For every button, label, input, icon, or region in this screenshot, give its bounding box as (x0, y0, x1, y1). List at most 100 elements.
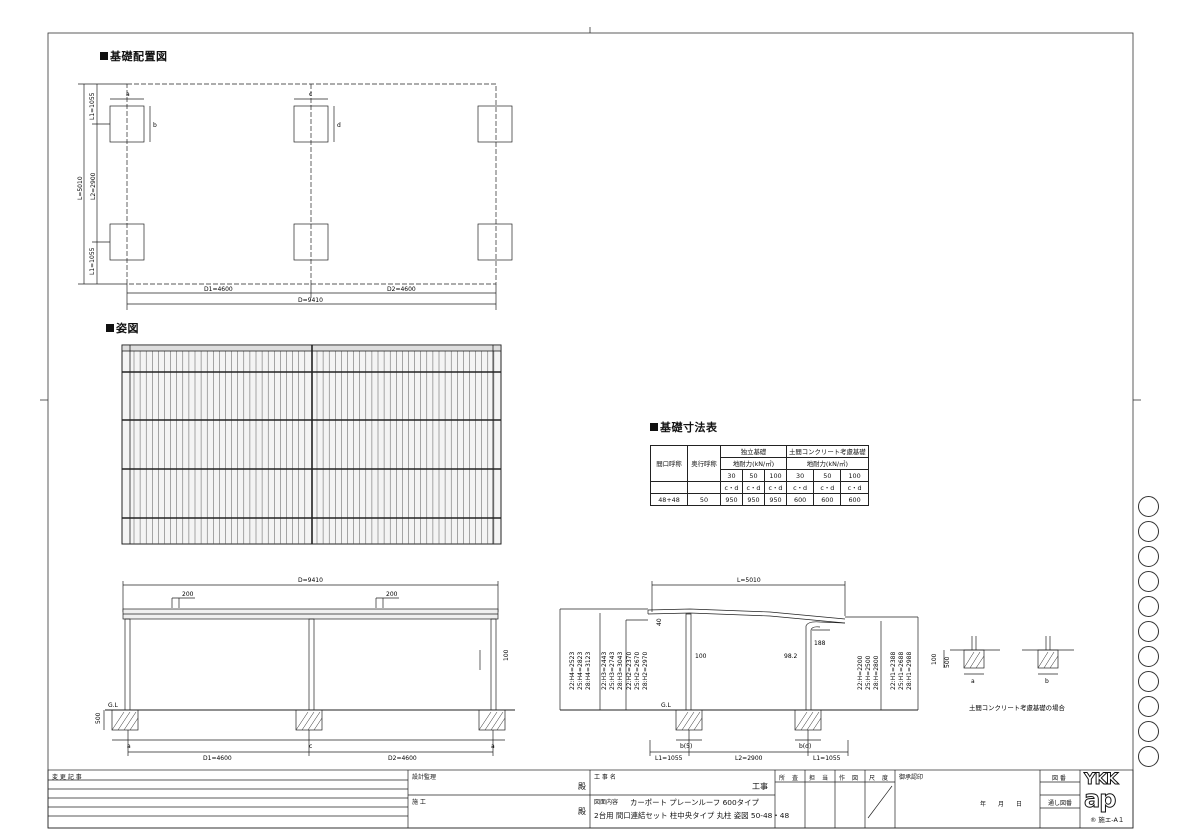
layout-section-title: 基礎配置図 (100, 48, 168, 64)
front-gl: G.L (108, 702, 119, 709)
detail-dim-a: a (971, 678, 975, 685)
side-h1-22: 22:H1=2388 (890, 652, 897, 690)
side-h-25: 25:H=2500 (865, 655, 872, 690)
front-dim-100: 100 (503, 649, 510, 661)
tb-design-supervision: 設計監理 (412, 774, 437, 781)
side-dim-l1-right: L1=1055 (813, 755, 841, 762)
revision-circle (1138, 696, 1159, 717)
side-h-28: 28:H=2800 (873, 655, 880, 690)
revision-circle (1138, 646, 1159, 667)
side-h3-22: 22:H3=2443 (601, 652, 608, 690)
plan-dim-l: L=5010 (77, 176, 84, 200)
foundation-dimension-table: 間口呼称 奥行呼称 独立基礎 土間コンクリート考慮基礎 地耐力(kN/㎡) 地耐… (650, 445, 869, 506)
tb-drawing-no-label: 図 番 (1052, 775, 1066, 782)
plan-dim-c: c (309, 91, 312, 98)
tb-col: 作 (839, 775, 846, 782)
tb-dono-1: 殿 (578, 782, 586, 791)
front-dim-d2: D2=4600 (388, 755, 417, 762)
tb-col: 当 (822, 775, 829, 782)
tb-project-label: 工 事 名 (594, 774, 616, 781)
plan-dim-b: b (153, 122, 157, 129)
plan-dim-l1-top: L1=1055 (89, 92, 96, 120)
detail-dim-b: b (1045, 678, 1049, 685)
revision-circle (1138, 546, 1159, 567)
revision-circle (1138, 721, 1159, 742)
front-dim-200-left: 200 (182, 591, 194, 598)
side-dim-l1-left: L1=1055 (655, 755, 683, 762)
revision-circle (1138, 496, 1159, 517)
side-h3-28: 28:H3=3043 (617, 652, 624, 690)
tb-approval: 御承認印 (899, 774, 924, 781)
front-dim-500: 500 (95, 712, 102, 724)
revision-circle (1138, 571, 1159, 592)
cell-value: 600 (840, 493, 869, 506)
revision-circle (1138, 596, 1159, 617)
tb-title-line-1: カーポート プレーンルーフ 600タイプ (630, 798, 759, 807)
revision-circle (1138, 671, 1159, 692)
tb-col: 査 (792, 775, 799, 782)
tb-col: 尺 (869, 775, 876, 782)
tb-sheet-id: ® 施エ-A１ (1090, 816, 1125, 824)
tb-col: 担 (809, 775, 816, 782)
front-dim-c: c (309, 743, 312, 750)
plan-dim-d: d (337, 122, 341, 129)
tb-col: 図 (852, 775, 859, 782)
side-dim-40: 40 (656, 618, 663, 626)
side-h3-25: 25:H3=2743 (609, 652, 616, 690)
revision-circle (1138, 521, 1159, 542)
front-elevation: D=9410 200 200 100 G.L 500 a c a D1=4600… (95, 577, 515, 762)
tb-date: 年 月 日 (980, 801, 1023, 808)
plan-dim-d: D=9410 (298, 297, 323, 304)
plan-dim-d1: D1=4600 (204, 286, 233, 293)
table-section-title: 基礎寸法表 (650, 419, 718, 435)
side-h-22: 22:H=2200 (857, 655, 864, 690)
tb-construction: 施 工 (412, 799, 426, 806)
tb-serial-label: 通し図番 (1048, 800, 1073, 807)
tb-col: 所 (779, 775, 786, 782)
front-dim-a-left: a (127, 743, 131, 750)
cell-opening: 48+48 (650, 493, 688, 506)
plan-dim-d2: D2=4600 (387, 286, 416, 293)
tb-title-line-2: 2台用 間口連結セット 柱中央タイプ 丸柱 姿図 50-48・48 (594, 811, 790, 820)
tb-col: 度 (882, 775, 889, 782)
view-section-title: 姿図 (106, 320, 139, 336)
side-elevation: L=5010 40 100 98.2 188 G.L 22:H4=2523 25… (559, 577, 919, 762)
side-h4-28: 28:H4=3123 (585, 652, 592, 690)
side-gl: G.L (661, 702, 672, 709)
front-dim-a-right: a (491, 743, 495, 750)
detail-dim-500: 500 (944, 656, 951, 668)
side-h1-25: 25:H1=2688 (898, 652, 905, 690)
side-dim-100: 100 (695, 653, 707, 660)
front-dim-200-right: 200 (386, 591, 398, 598)
side-h2-25: 25:H2=2670 (634, 652, 641, 690)
side-dim-bd: b(d) (799, 743, 811, 750)
plan-dim-l1-bottom: L1=1055 (89, 247, 96, 275)
detail-dim-100: 100 (931, 653, 938, 665)
roof-top-view (121, 344, 502, 545)
plan-dim-l2: L2=2900 (90, 172, 97, 200)
side-dim-l2: L2=2900 (735, 755, 763, 762)
side-dim-b5: b(5) (680, 743, 692, 750)
revision-circle (1138, 621, 1159, 642)
revision-circle (1138, 746, 1159, 767)
tb-dono-2: 殿 (578, 807, 586, 816)
table-row: 48+48 50 950 950 950 600 600 600 (650, 493, 869, 506)
side-dim-98: 98.2 (784, 653, 798, 660)
side-dim-188: 188 (814, 640, 826, 647)
side-h4-22: 22:H4=2523 (569, 652, 576, 690)
tb-change-record: 変 更 記 事 (52, 774, 82, 781)
plan-dim-a: a (126, 91, 130, 98)
side-dim-l: L=5010 (737, 577, 761, 584)
foundation-layout-plan: a c b d L1=1055 L=5010 L2=2900 L1=1055 D… (77, 83, 513, 310)
detail-caption: 土間コンクリート考慮基礎の場合 (969, 703, 1065, 712)
front-dim-d: D=9410 (298, 577, 323, 584)
slab-foundation-detail: 100 500 a b 土間コンクリート考慮基礎の場合 (931, 636, 1074, 712)
tb-contents-label: 図面内容 (594, 799, 619, 806)
side-h2-22: 22:H2=2370 (626, 652, 633, 690)
tb-project-suffix: 工事 (752, 782, 768, 791)
side-h2-28: 28:H2=2970 (642, 652, 649, 690)
front-dim-d1: D1=4600 (203, 755, 232, 762)
